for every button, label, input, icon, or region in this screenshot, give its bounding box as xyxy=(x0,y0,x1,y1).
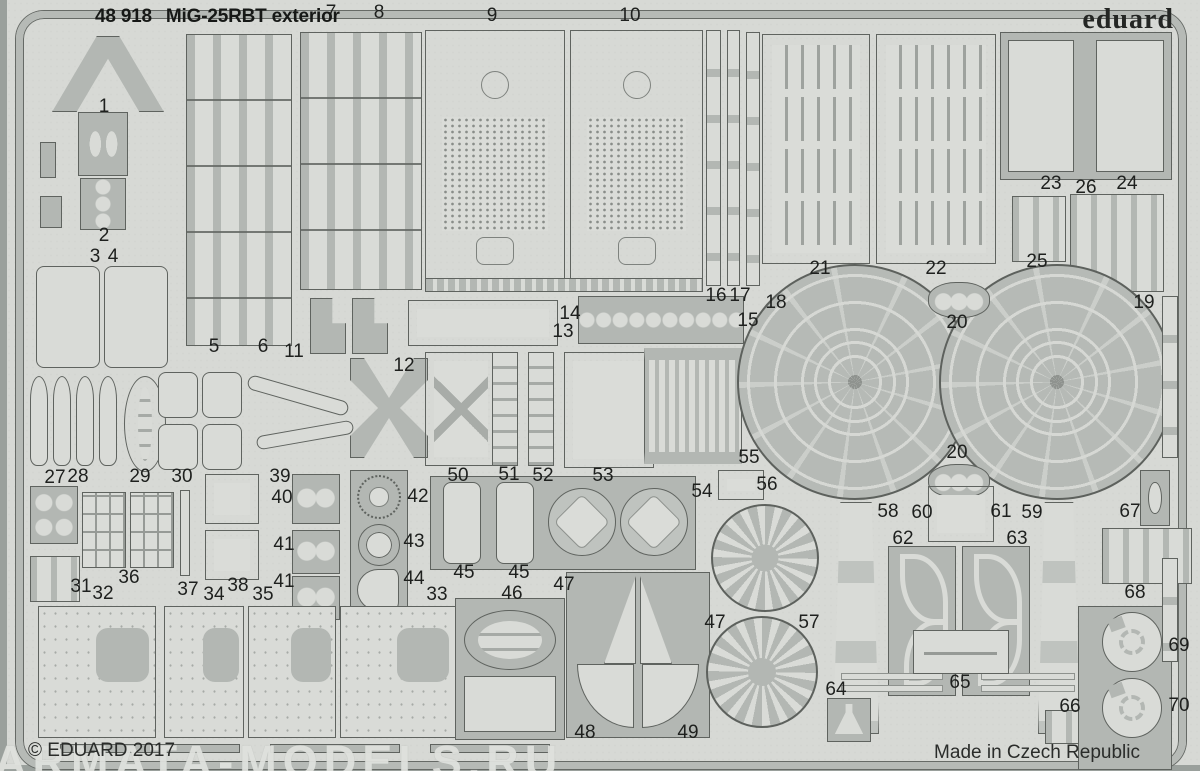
pe-part xyxy=(1162,558,1178,662)
sheet-code: 48 918 xyxy=(95,6,152,27)
pe-part xyxy=(833,502,879,734)
pe-part xyxy=(408,300,558,346)
sheet-left-edge xyxy=(0,0,7,771)
pe-part xyxy=(80,178,126,230)
pe-part xyxy=(352,298,388,354)
pe-part xyxy=(841,673,943,680)
pe-part xyxy=(1096,40,1164,172)
pe-part xyxy=(876,34,996,264)
pe-part xyxy=(350,358,428,458)
pe-part xyxy=(205,474,259,524)
pe-part xyxy=(746,32,760,286)
pe-part xyxy=(245,373,351,418)
pe-part xyxy=(492,352,518,466)
pe-part xyxy=(827,698,871,742)
pe-part xyxy=(425,352,497,466)
pe-part xyxy=(1012,196,1066,262)
watermark: ARMATA-MODELS.RU xyxy=(0,736,564,771)
pe-part xyxy=(202,424,242,470)
pe-part xyxy=(158,372,198,418)
pe-part xyxy=(340,606,456,738)
pe-part xyxy=(30,486,78,544)
pe-part xyxy=(548,488,616,556)
pe-part xyxy=(841,685,943,692)
pe-part xyxy=(78,112,128,176)
pe-part xyxy=(928,486,994,542)
copyright-text: © EDUARD 2017 xyxy=(28,740,176,761)
pe-part xyxy=(1038,502,1080,734)
pe-part xyxy=(255,419,355,451)
pe-part xyxy=(711,504,819,612)
pe-part xyxy=(104,266,168,368)
pe-part xyxy=(620,488,688,556)
pe-part xyxy=(357,569,399,611)
pe-part xyxy=(310,298,346,354)
pe-part xyxy=(706,30,721,286)
pe-part xyxy=(464,676,556,732)
pe-part xyxy=(430,744,550,753)
pe-part xyxy=(300,32,422,290)
pe-part xyxy=(425,30,565,292)
pe-part xyxy=(82,492,126,568)
pe-part xyxy=(644,348,742,464)
pe-part xyxy=(164,606,244,738)
pe-part xyxy=(1102,678,1162,738)
pe-part xyxy=(52,36,164,112)
pe-part xyxy=(202,372,242,418)
pe-part xyxy=(205,530,259,580)
pe-part xyxy=(248,606,336,738)
pe-part xyxy=(186,34,292,346)
pe-part xyxy=(928,464,990,498)
pe-part xyxy=(38,606,156,738)
pe-part xyxy=(60,744,240,753)
pe-part xyxy=(564,352,654,468)
pe-part xyxy=(158,424,198,470)
pe-part xyxy=(425,278,703,292)
pe-part xyxy=(359,525,399,565)
pe-part xyxy=(928,282,990,318)
pe-part xyxy=(981,673,1075,680)
pe-part xyxy=(30,556,80,602)
pe-part xyxy=(40,196,62,228)
pe-part xyxy=(130,492,174,568)
brand-logo: eduard xyxy=(1082,4,1174,35)
pe-part xyxy=(1102,612,1162,672)
pe-part xyxy=(464,610,556,670)
fret-border-frame xyxy=(16,11,1186,769)
pe-part xyxy=(496,482,534,564)
pe-part xyxy=(1008,40,1074,172)
pe-part xyxy=(30,376,48,466)
pe-part xyxy=(270,744,400,753)
pe-part xyxy=(566,572,710,738)
sheet-title: MiG-25RBT exterior xyxy=(165,6,340,27)
pe-part xyxy=(76,376,94,466)
pe-part xyxy=(99,376,117,466)
pe-part xyxy=(528,352,554,466)
made-in-text: Made in Czech Republic xyxy=(934,742,1140,763)
pe-part xyxy=(727,30,740,286)
pe-part xyxy=(292,474,340,524)
pe-part xyxy=(180,490,190,576)
pe-part xyxy=(578,296,744,344)
pe-part xyxy=(981,685,1075,692)
pe-part xyxy=(718,470,764,500)
pe-part xyxy=(1162,296,1178,458)
pe-part xyxy=(913,630,1009,674)
pe-part xyxy=(443,482,481,564)
pe-part xyxy=(1102,528,1192,584)
pe-part xyxy=(36,266,100,368)
sheet-header: 48 918 MiG-25RBT exterior xyxy=(95,6,340,28)
pe-part xyxy=(570,30,703,292)
pe-part xyxy=(292,530,340,574)
pe-part xyxy=(357,475,401,519)
pe-part xyxy=(962,546,1030,696)
pe-part xyxy=(762,34,870,264)
pe-part xyxy=(1140,470,1170,526)
pe-part xyxy=(40,142,56,178)
pe-part xyxy=(706,616,818,728)
pe-part xyxy=(53,376,71,466)
